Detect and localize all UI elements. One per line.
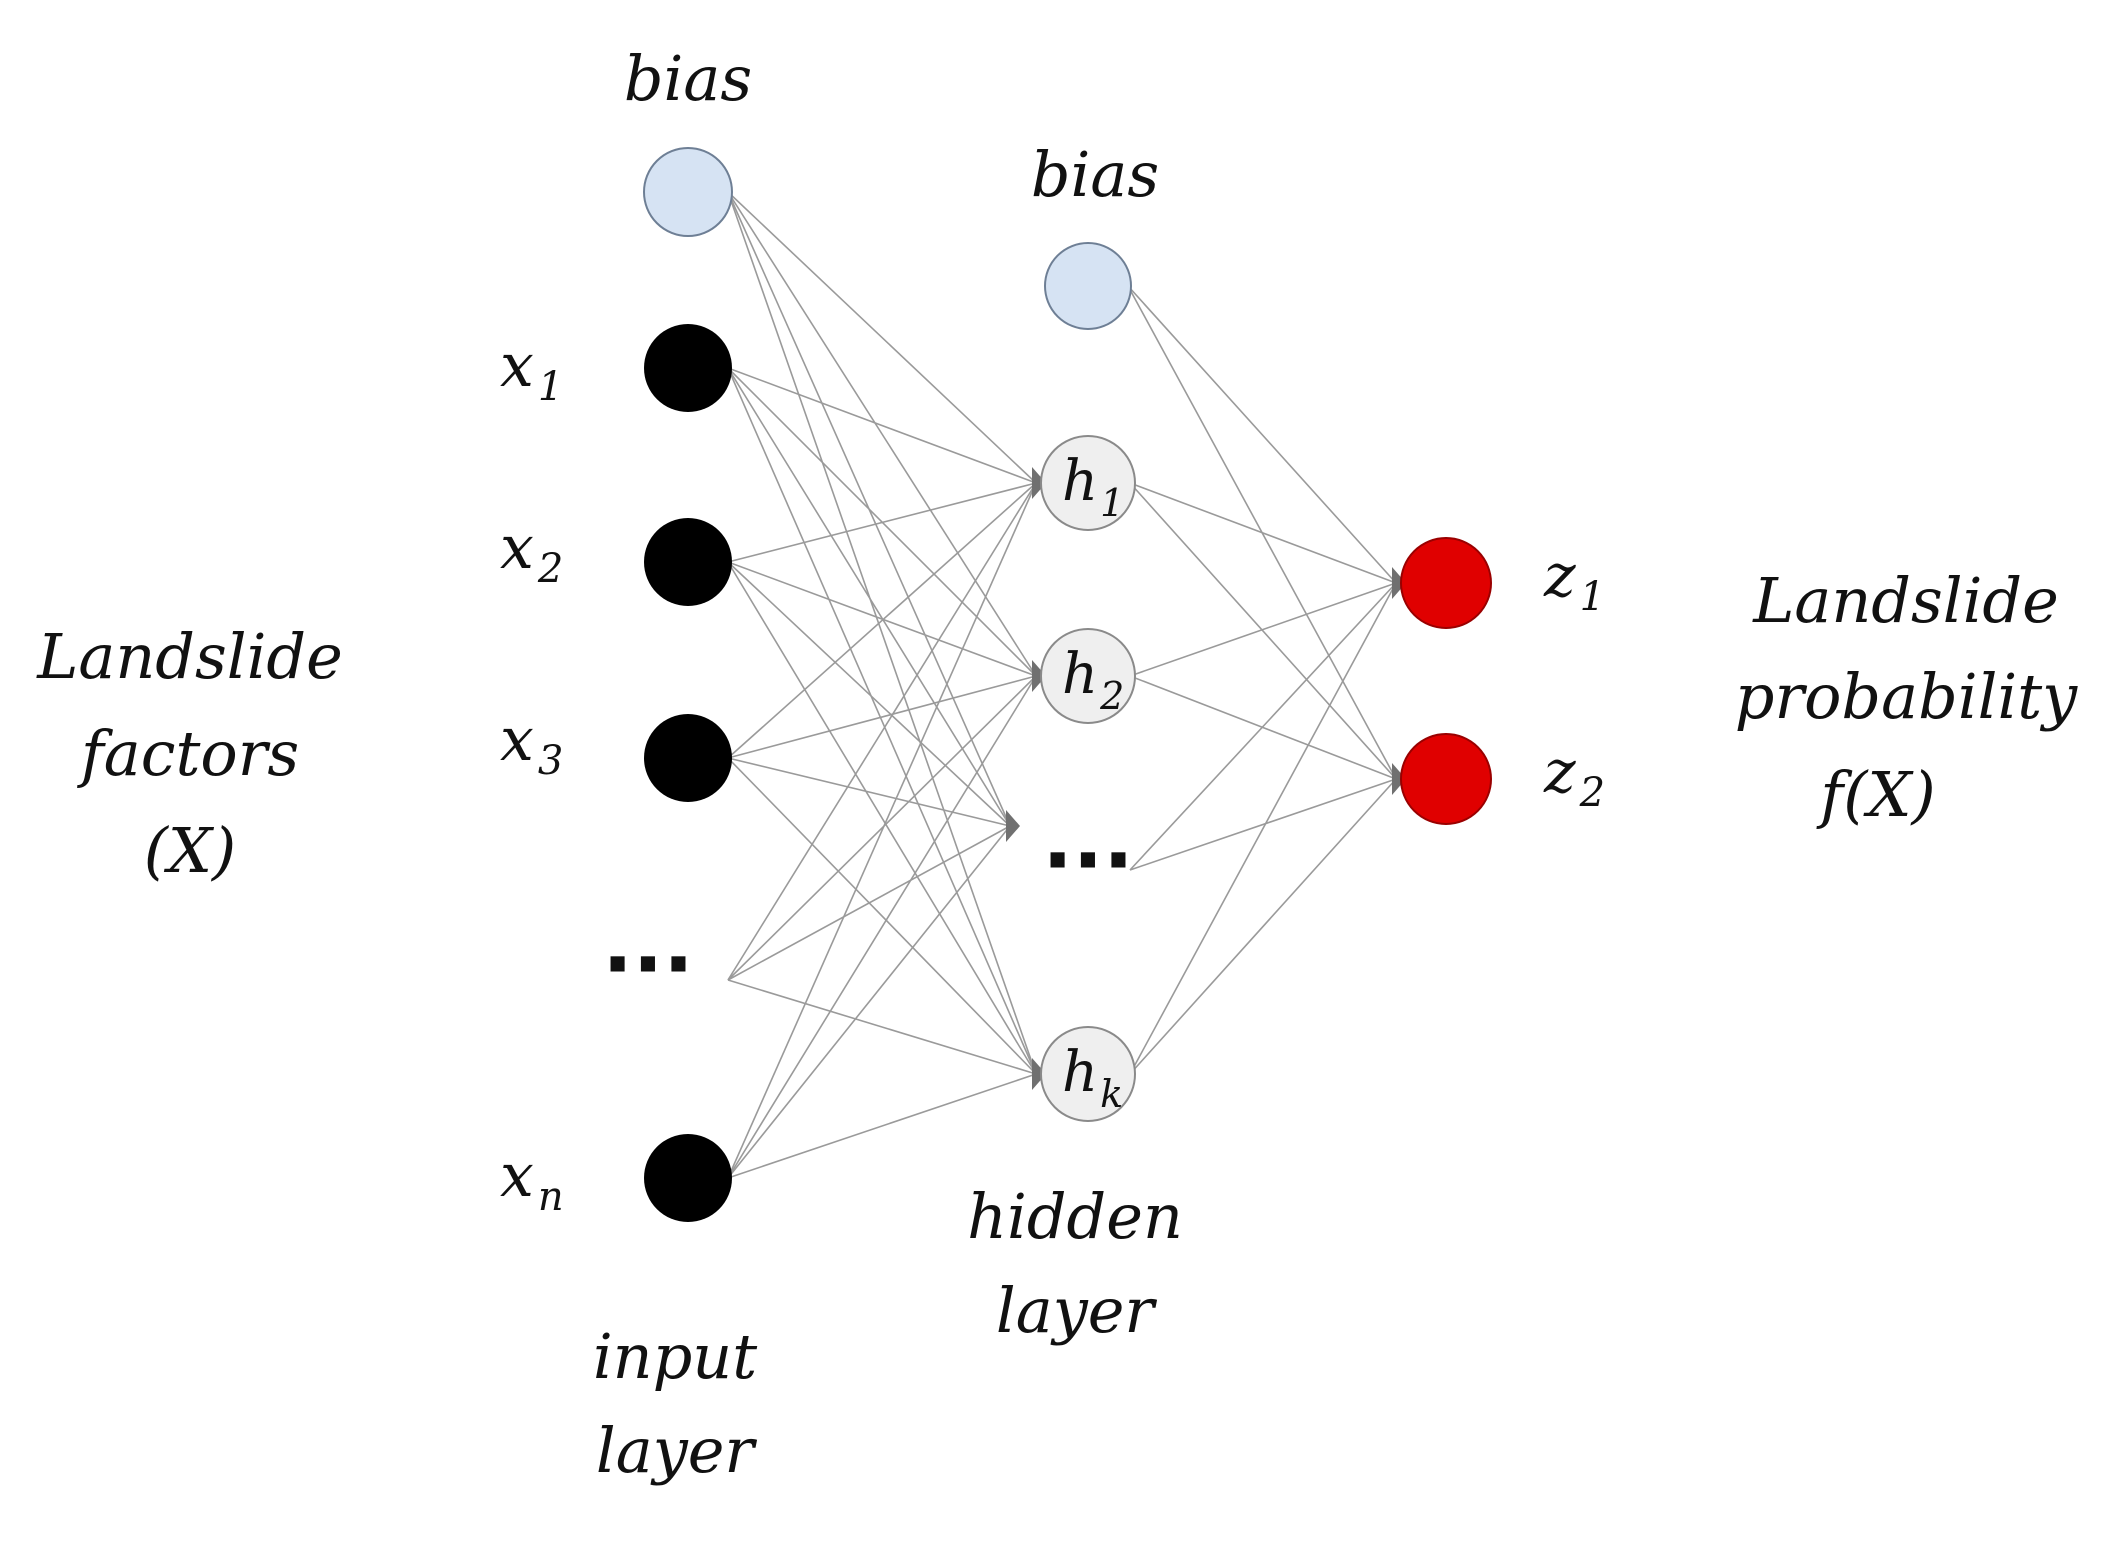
edge-x1-to-h1	[727, 367, 1037, 484]
hidden-ellipsis: ···	[1042, 814, 1133, 907]
arrowhead-z1	[1392, 567, 1406, 599]
edge-x2-to-dots	[727, 561, 1011, 827]
edge-dots-to-z2	[1129, 778, 1397, 871]
arrowhead-h2	[1032, 660, 1046, 692]
input-node-x3	[644, 714, 732, 802]
landslide-probability-line1: Landslide	[1752, 564, 2059, 637]
edge-dots-to-dots	[727, 825, 1011, 981]
arrowhead-z2	[1392, 763, 1406, 795]
edge-bias-to-z1	[1127, 285, 1397, 584]
edge-x2-to-hk	[727, 561, 1037, 1075]
input-node-x2	[644, 518, 732, 606]
arrowhead-hk	[1032, 1058, 1046, 1090]
edge-dots-to-z1	[1129, 582, 1397, 871]
edge-xn-to-h2	[727, 675, 1037, 1179]
hidden-label-h2: h2	[1062, 642, 1124, 718]
input-bias-label: bias	[624, 42, 752, 115]
hidden-layer-caption-line2: layer	[996, 1274, 1158, 1347]
edge-h1-to-z1	[1129, 482, 1397, 584]
hidden-label-h1: h1	[1062, 449, 1124, 525]
landslide-factors-line1: Landslide	[36, 620, 343, 693]
nodes	[643, 147, 1492, 1222]
output-node-z1	[1400, 537, 1492, 629]
hidden-bias-label: bias	[1031, 138, 1159, 211]
input-bias-node	[643, 147, 733, 237]
input-node-x1	[644, 324, 732, 412]
edge-x1-to-dots	[727, 367, 1011, 827]
edge-x3-to-h2	[727, 675, 1037, 759]
edge-x1-to-hk	[727, 367, 1037, 1075]
edge-bias-to-h2	[727, 191, 1037, 677]
hidden-node-h2	[1040, 628, 1136, 724]
output-node-z2	[1400, 733, 1492, 825]
landslide-probability-line2: probability	[1735, 660, 2078, 733]
connection-edges	[727, 191, 1397, 1179]
edge-h2-to-z1	[1129, 582, 1397, 677]
input-node-xn	[644, 1134, 732, 1222]
arrowheads	[1006, 467, 1406, 1090]
edge-bias-to-hk	[727, 191, 1037, 1075]
edge-dots-to-hk	[727, 979, 1037, 1075]
hidden-node-hk	[1040, 1026, 1136, 1122]
landslide-probability-line3: f(X)	[1816, 758, 1935, 831]
hidden-node-h1	[1040, 435, 1136, 531]
edge-xn-to-dots	[727, 825, 1011, 1179]
edge-dots-to-h1	[727, 482, 1037, 981]
landslide-factors-line2: factors	[77, 717, 299, 790]
edge-xn-to-h1	[727, 482, 1037, 1179]
edge-dots-to-h2	[727, 675, 1037, 981]
hidden-label-hk: hk	[1062, 1040, 1123, 1116]
input-ellipsis: ···	[602, 918, 693, 1011]
arrowhead-h1	[1032, 467, 1046, 499]
edge-x2-to-h2	[727, 561, 1037, 677]
edge-h1-to-z2	[1129, 482, 1397, 780]
edge-x3-to-hk	[727, 757, 1037, 1075]
edge-x3-to-h1	[727, 482, 1037, 759]
arrowhead-dots	[1006, 810, 1020, 842]
edge-hk-to-z2	[1129, 778, 1397, 1075]
edge-hk-to-z1	[1129, 582, 1397, 1075]
hidden-layer-caption-line1: hidden	[967, 1180, 1183, 1253]
edge-x3-to-dots	[727, 757, 1011, 827]
hidden-bias-node	[1044, 242, 1132, 330]
edge-x2-to-h1	[727, 482, 1037, 563]
landslide-factors-line3: (X)	[144, 814, 237, 887]
edge-bias-to-h1	[727, 191, 1037, 484]
edge-xn-to-hk	[727, 1073, 1037, 1179]
input-layer-caption-line1: input	[593, 1320, 757, 1393]
input-layer-caption-line2: layer	[596, 1414, 758, 1487]
